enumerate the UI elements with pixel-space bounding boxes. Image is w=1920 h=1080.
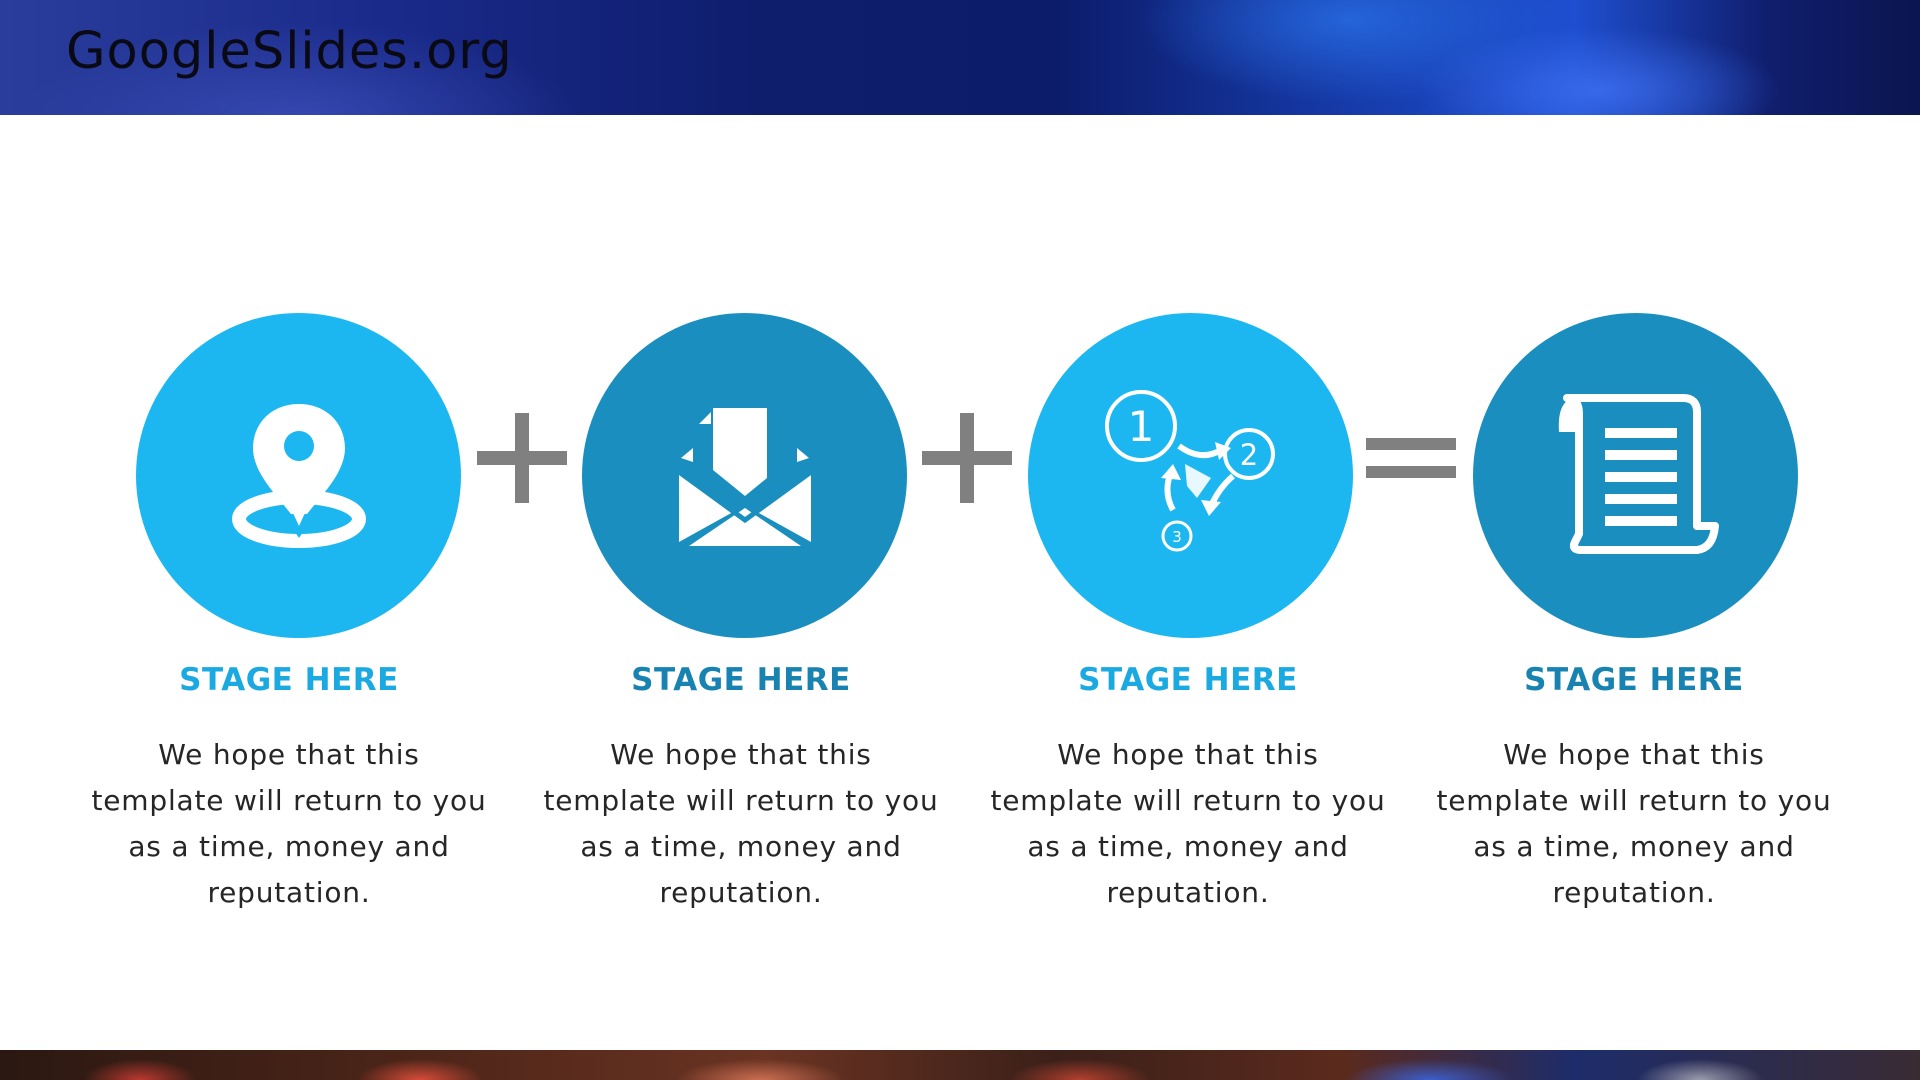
header-banner: GoogleSlides.org bbox=[0, 0, 1920, 115]
step-3-label: 3 bbox=[1172, 528, 1182, 546]
brand-title: GoogleSlides.org bbox=[66, 22, 513, 81]
equals-icon bbox=[1366, 438, 1456, 478]
stage-4-description: We hope that this template will return t… bbox=[1436, 738, 1832, 909]
step-1-label: 1 bbox=[1127, 402, 1154, 451]
stage-2-circle bbox=[582, 313, 907, 638]
location-pin-icon bbox=[231, 403, 366, 548]
stage-1-description: We hope that this template will return t… bbox=[91, 738, 487, 909]
footer-photo-strip bbox=[0, 1050, 1920, 1080]
plus-icon bbox=[922, 413, 1012, 503]
process-cycle-icon: 1 2 3 bbox=[1104, 389, 1275, 551]
step-2-label: 2 bbox=[1239, 438, 1257, 472]
plus-icon bbox=[477, 413, 567, 503]
stage-1-title: STAGE HERE bbox=[179, 662, 399, 698]
stage-1-circle bbox=[136, 313, 461, 638]
stage-2-title: STAGE HERE bbox=[631, 662, 851, 698]
stage-4-circle bbox=[1473, 313, 1798, 638]
stage-2-description: We hope that this template will return t… bbox=[543, 738, 939, 909]
stage-3-title: STAGE HERE bbox=[1078, 662, 1298, 698]
stage-3-description: We hope that this template will return t… bbox=[990, 738, 1386, 909]
open-envelope-icon bbox=[677, 407, 812, 546]
stage-3-circle: 1 2 3 bbox=[1028, 313, 1353, 638]
scroll-document-icon bbox=[1558, 393, 1719, 554]
stage-4-title: STAGE HERE bbox=[1524, 662, 1744, 698]
